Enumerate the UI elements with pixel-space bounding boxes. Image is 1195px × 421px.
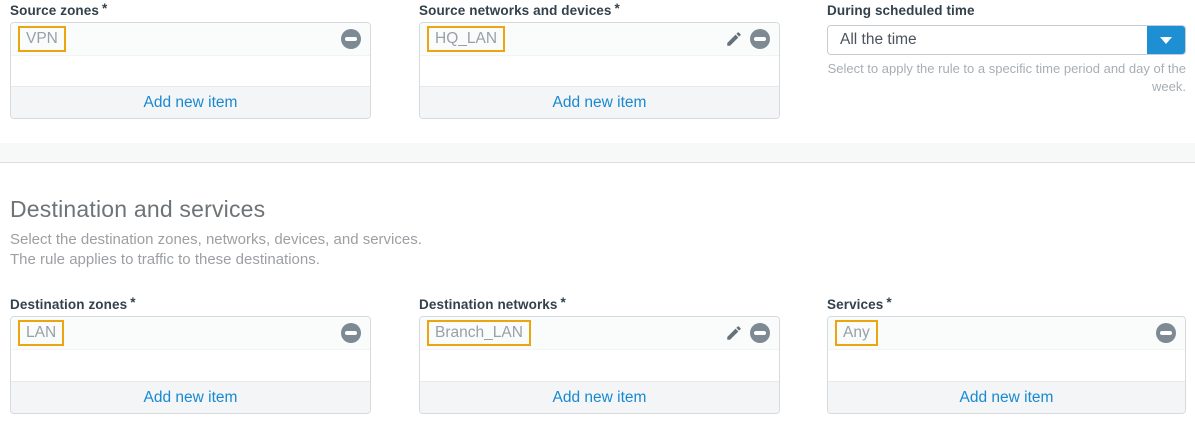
destination-zones-empty-area — [11, 350, 370, 381]
schedule-help-text: Select to apply the rule to a specific t… — [827, 61, 1186, 94]
destination-networks-field: Destination networks* Branch_LAN Add new… — [419, 294, 780, 414]
services-empty-area — [828, 350, 1185, 381]
destination-networks-label: Destination networks* — [419, 295, 566, 312]
remove-icon[interactable] — [750, 323, 770, 343]
source-zones-item-row: VPN — [11, 23, 370, 56]
schedule-label: During scheduled time — [827, 3, 975, 18]
chevron-down-icon — [1160, 36, 1172, 44]
destination-networks-tag-branch-lan: Branch_LAN — [427, 320, 531, 346]
source-networks-tag-hq-lan: HQ_LAN — [427, 26, 506, 52]
services-item-row: Any — [828, 317, 1185, 350]
source-zones-box: VPN Add new item — [10, 22, 371, 119]
source-networks-box: HQ_LAN Add new item — [419, 22, 780, 119]
source-fields-row: Source zones* VPN Add new item Source ne… — [0, 0, 1195, 119]
destination-networks-item-row: Branch_LAN — [420, 317, 779, 350]
destination-section-header: Destination and services Select the dest… — [0, 163, 1195, 270]
source-networks-add-new-item-button[interactable]: Add new item — [420, 86, 779, 118]
remove-icon[interactable] — [341, 323, 361, 343]
source-networks-empty-area — [420, 56, 779, 86]
required-marker: * — [101, 1, 108, 16]
schedule-dropdown-button[interactable] — [1147, 26, 1185, 54]
source-zones-empty-area — [11, 56, 370, 86]
destination-fields-row: Destination zones* LAN Add new item Dest… — [0, 294, 1195, 414]
destination-zones-field: Destination zones* LAN Add new item — [10, 294, 371, 414]
destination-section-title: Destination and services — [10, 196, 266, 222]
source-networks-item-row: HQ_LAN — [420, 23, 779, 56]
required-marker: * — [886, 295, 892, 310]
source-zones-label: Source zones* — [10, 1, 108, 18]
remove-icon[interactable] — [1156, 323, 1176, 343]
services-add-new-item-button[interactable]: Add new item — [828, 381, 1185, 413]
source-zones-tag-vpn: VPN — [18, 26, 66, 52]
destination-zones-add-new-item-button[interactable]: Add new item — [11, 381, 370, 413]
schedule-dropdown[interactable]: All the time — [827, 25, 1186, 55]
source-zones-add-new-item-button[interactable]: Add new item — [11, 86, 370, 118]
destination-zones-box: LAN Add new item — [10, 316, 371, 414]
remove-icon[interactable] — [341, 29, 361, 49]
required-marker: * — [130, 295, 136, 310]
services-tag-any: Any — [835, 320, 878, 346]
destination-zones-item-row: LAN — [11, 317, 370, 350]
source-zones-field: Source zones* VPN Add new item — [10, 0, 371, 119]
destination-zones-tag-lan: LAN — [18, 320, 65, 346]
section-divider — [0, 143, 1195, 163]
destination-networks-empty-area — [420, 350, 779, 381]
source-networks-label: Source networks and devices* — [419, 1, 620, 18]
services-label: Services* — [827, 295, 892, 312]
edit-icon[interactable] — [725, 30, 743, 48]
services-box: Any Add new item — [827, 316, 1186, 414]
destination-networks-box: Branch_LAN Add new item — [419, 316, 780, 414]
required-marker: * — [560, 295, 566, 310]
required-marker: * — [614, 1, 620, 16]
remove-icon[interactable] — [750, 29, 770, 49]
services-field: Services* Any Add new item — [827, 294, 1186, 414]
subtitle-line-1: Select the destination zones, networks, … — [10, 231, 422, 248]
destination-section-subtitle: Select the destination zones, networks, … — [10, 230, 1185, 270]
destination-networks-add-new-item-button[interactable]: Add new item — [420, 381, 779, 413]
subtitle-line-2: The rule applies to traffic to these des… — [10, 251, 320, 268]
destination-zones-label: Destination zones* — [10, 295, 136, 312]
source-networks-field: Source networks and devices* HQ_LAN Add … — [419, 0, 780, 119]
edit-icon[interactable] — [725, 324, 743, 342]
schedule-dropdown-value: All the time — [840, 31, 917, 48]
schedule-field: During scheduled time All the time Selec… — [827, 0, 1186, 119]
